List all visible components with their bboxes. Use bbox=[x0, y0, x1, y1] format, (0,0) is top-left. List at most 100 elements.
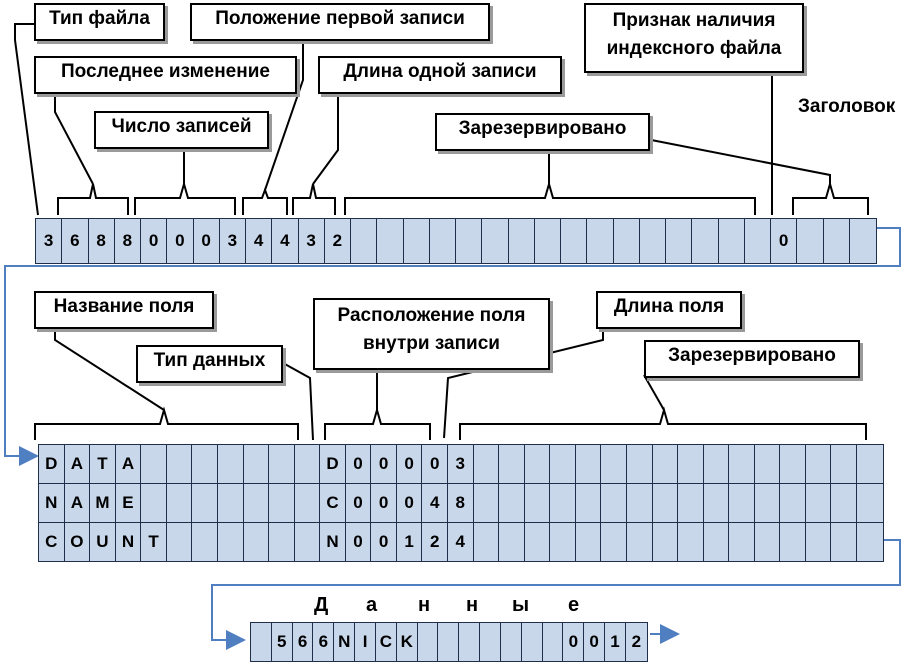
leader-last-change bbox=[54, 95, 94, 185]
cell bbox=[627, 523, 653, 561]
cell bbox=[850, 219, 876, 263]
cell bbox=[601, 445, 627, 483]
cell bbox=[576, 445, 602, 483]
label-reserved-header: Зарезервировано bbox=[435, 113, 650, 151]
cell: 3 bbox=[36, 219, 63, 263]
cell: 0 bbox=[371, 484, 397, 522]
cell: 0 bbox=[771, 219, 798, 263]
cell bbox=[704, 445, 730, 483]
cell bbox=[459, 623, 481, 661]
cell bbox=[430, 219, 456, 263]
cell: U bbox=[90, 523, 116, 561]
cell: 0 bbox=[371, 523, 397, 561]
cell: 1 bbox=[397, 523, 423, 561]
cell bbox=[438, 623, 460, 661]
cell bbox=[678, 445, 704, 483]
cell bbox=[780, 523, 806, 561]
cell: 4 bbox=[422, 484, 448, 522]
cell: 0 bbox=[194, 219, 220, 263]
brace-record-count bbox=[134, 180, 236, 215]
cell: 6 bbox=[62, 219, 89, 263]
arrow-header-to-fields bbox=[4, 227, 901, 466]
data-title-letter: Д bbox=[314, 594, 329, 616]
cell bbox=[653, 484, 679, 522]
cell bbox=[576, 484, 602, 522]
cell: N bbox=[39, 484, 65, 522]
label-field-length: Длина поля bbox=[596, 291, 742, 329]
cell: 0 bbox=[584, 623, 606, 661]
cell bbox=[640, 219, 666, 263]
cell bbox=[482, 219, 509, 263]
label-reserved-field: Зарезервировано bbox=[644, 340, 860, 378]
cell bbox=[377, 219, 404, 263]
label-field-position: Расположение поля внутри записи bbox=[313, 298, 550, 370]
cell: 4 bbox=[272, 219, 299, 263]
cell: 0 bbox=[563, 623, 585, 661]
cell bbox=[857, 445, 883, 483]
leader-first-record bbox=[264, 40, 304, 191]
cell bbox=[509, 219, 535, 263]
cell bbox=[474, 484, 500, 522]
cell bbox=[666, 219, 693, 263]
cell bbox=[192, 523, 218, 561]
cell: 2 bbox=[631, 632, 642, 651]
label-last-change: Последнее изменение bbox=[34, 56, 297, 94]
cell: 0 bbox=[141, 219, 168, 263]
cell: 0 bbox=[397, 484, 423, 522]
cell bbox=[244, 445, 270, 483]
cell bbox=[729, 523, 755, 561]
data-title-letter: ы bbox=[512, 594, 530, 616]
cell bbox=[797, 219, 824, 263]
label-record-count: Число записей bbox=[94, 111, 269, 149]
cell bbox=[587, 219, 614, 263]
brace-last-change bbox=[57, 183, 129, 215]
cell: 4 bbox=[246, 219, 273, 263]
cell bbox=[601, 523, 627, 561]
label-data-type: Тип данных bbox=[136, 345, 283, 383]
cell: D bbox=[39, 445, 65, 483]
cell: N bbox=[334, 623, 356, 661]
leader-reserved-end bbox=[635, 136, 831, 184]
cell bbox=[295, 484, 321, 522]
cell: 6 bbox=[293, 623, 314, 661]
cell: 0 bbox=[167, 219, 194, 263]
cell bbox=[474, 523, 500, 561]
cell bbox=[806, 484, 832, 522]
cell bbox=[525, 445, 551, 483]
cell bbox=[535, 219, 561, 263]
label-header: Заголовок bbox=[798, 96, 896, 117]
cell bbox=[576, 523, 602, 561]
cell bbox=[780, 484, 806, 522]
cell: 3 bbox=[448, 445, 474, 483]
cell bbox=[692, 219, 719, 263]
data-title-letter: а bbox=[366, 594, 378, 616]
cell bbox=[522, 623, 543, 661]
cell bbox=[678, 484, 704, 522]
cell bbox=[755, 484, 781, 522]
cell: N bbox=[320, 523, 346, 561]
cell bbox=[269, 445, 295, 483]
label-field-name: Название поля bbox=[34, 291, 214, 329]
leader-file-type bbox=[14, 23, 39, 216]
leader-reserved-field bbox=[643, 374, 665, 411]
data-title-letter: н bbox=[418, 594, 431, 616]
cell bbox=[550, 445, 576, 483]
cell bbox=[831, 445, 857, 483]
cell bbox=[729, 445, 755, 483]
cell bbox=[218, 484, 244, 522]
cell: 8 bbox=[89, 219, 115, 263]
cell bbox=[244, 484, 270, 522]
cell bbox=[857, 484, 883, 522]
cell: 2 bbox=[325, 219, 351, 263]
cell bbox=[141, 445, 167, 483]
cell bbox=[192, 445, 218, 483]
brace-field-position bbox=[324, 406, 431, 440]
cell: 5 bbox=[272, 623, 293, 661]
cell bbox=[244, 523, 270, 561]
cell: A bbox=[65, 484, 91, 522]
cell: C bbox=[376, 623, 397, 661]
